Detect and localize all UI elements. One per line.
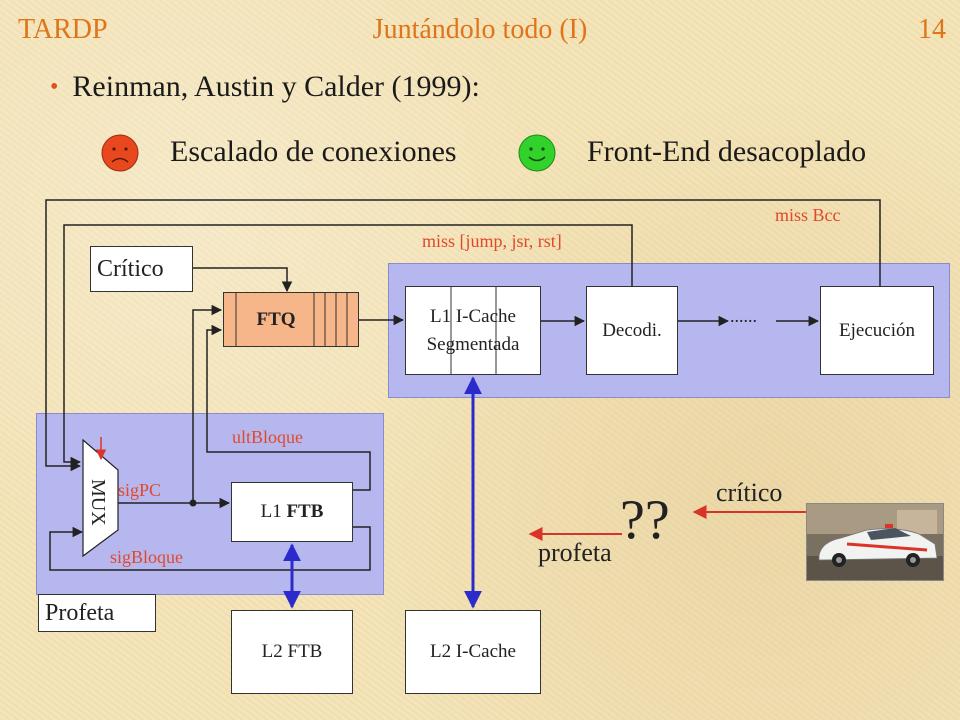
execute-block: Ejecución — [820, 286, 934, 375]
l1-ftb-prefix: L1 — [260, 501, 287, 522]
l1-icache-line2: Segmentada — [426, 334, 520, 355]
decode-block: Decodi. — [586, 286, 678, 375]
profeta-tag: Profeta — [38, 594, 156, 632]
label-sig-bloque: sigBloque — [110, 547, 184, 567]
sad-face-icon — [100, 133, 140, 178]
pipeline-dots: ...... — [730, 306, 757, 326]
bullet-text: Reinman, Austin y Calder (1999): — [72, 70, 480, 103]
l2-ftb-block: L2 FTB — [231, 610, 353, 694]
l1-ftb-block: L1 FTB — [231, 482, 353, 542]
critico-tag: Crítico — [90, 246, 193, 292]
label-sig-pc: sigPC — [118, 480, 162, 500]
label-miss-bcc: miss Bcc — [775, 205, 841, 225]
label-ult-bloque: ultBloque — [232, 427, 303, 447]
l2-icache-block: L2 I-Cache — [405, 610, 541, 694]
bullet-icon: • — [50, 73, 59, 100]
header-left: TARDP — [18, 14, 108, 45]
l1-ftb-bold: FTB — [286, 501, 324, 522]
happy-face-icon — [517, 133, 557, 178]
l1-icache-line1: L1 I-Cache — [430, 306, 516, 327]
legend-bad-text: Escalado de conexiones — [170, 135, 457, 168]
page-number: 14 — [918, 14, 946, 45]
label-profeta-analogy: profeta — [538, 538, 612, 567]
slide-title: Juntándolo todo (I) — [372, 14, 588, 45]
taxi-photo — [806, 503, 944, 581]
legend-good-text: Front-End desacoplado — [587, 135, 867, 168]
ftq-queue: FTQ — [223, 292, 359, 347]
question-marks: ?? — [620, 489, 670, 551]
bullet-item: • Reinman, Austin y Calder (1999): — [50, 70, 480, 104]
mux-label: MUX — [87, 479, 109, 526]
l1-icache-block: L1 I-Cache Segmentada — [405, 286, 541, 375]
label-miss-jump: miss [jump, jsr, rst] — [422, 231, 562, 251]
ftq-label: FTQ — [256, 308, 296, 330]
label-critico-analogy: crítico — [716, 478, 783, 507]
